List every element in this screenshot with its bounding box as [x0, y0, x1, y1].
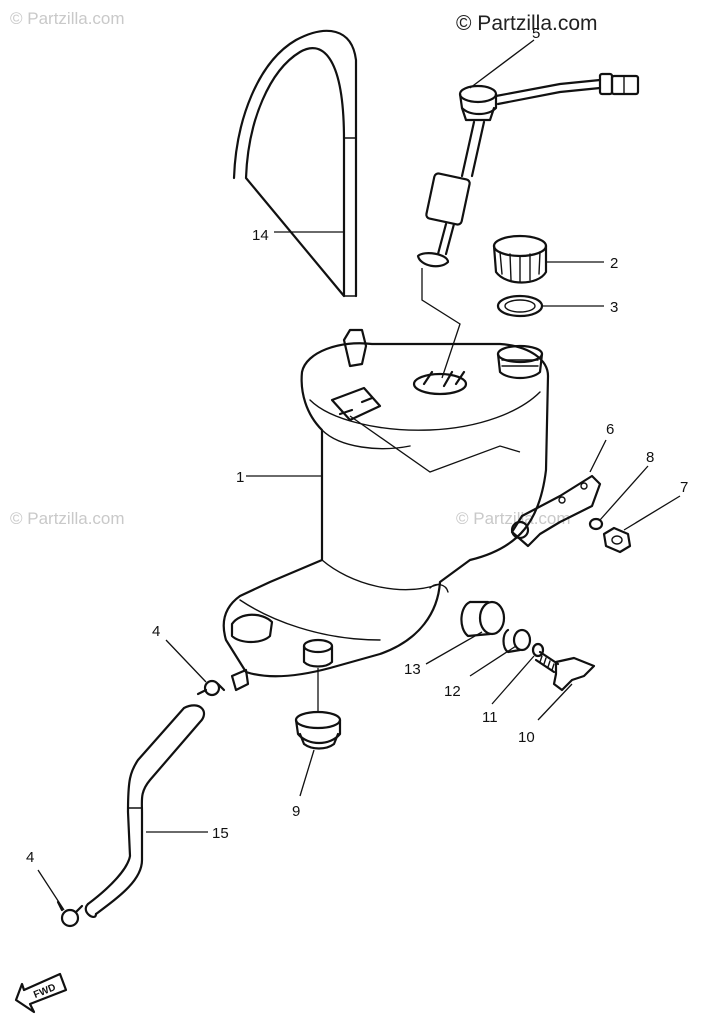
hose-clamp-part-4-upper: [196, 679, 226, 697]
callout-8: 8: [646, 449, 654, 466]
callout-1: 1: [236, 469, 244, 486]
nut-part-7: [602, 526, 632, 554]
callout-13: 13: [404, 661, 421, 678]
hose-clamp-part-4-lower: [56, 900, 84, 928]
watermark-top-right: © Partzilla.com: [456, 12, 598, 35]
callout-numbers: 1 2 3 4 4 5 6 7 8 9 10 11 12 13 14 15: [26, 25, 688, 866]
callout-12: 12: [444, 683, 461, 700]
callout-2: 2: [610, 255, 618, 272]
callout-7: 7: [680, 479, 688, 496]
callout-4-upper: 4: [152, 623, 160, 640]
vent-hose-part-14: [232, 29, 358, 298]
fwd-direction-badge: FWD: [14, 972, 68, 1014]
callout-5: 5: [532, 25, 540, 42]
watermark-mid-left: © Partzilla.com: [10, 509, 125, 528]
callout-9: 9: [292, 803, 300, 820]
drain-grommet-part-9: [294, 710, 342, 750]
callout-6: 6: [606, 421, 614, 438]
wing-bolt-part-10: [534, 650, 596, 692]
grommet-part-13: [460, 600, 506, 638]
oil-hose-part-15: [84, 704, 206, 919]
gasket-ring-part-3: [496, 294, 544, 318]
callout-11: 11: [482, 709, 498, 726]
callout-15: 15: [212, 825, 229, 842]
callout-4-lower: 4: [26, 849, 34, 866]
collar-part-12: [502, 628, 532, 654]
callout-10: 10: [518, 729, 535, 746]
oil-tank-part-1: [222, 328, 550, 692]
watermark-top-left: © Partzilla.com: [10, 9, 125, 28]
filler-cap-part-2: [492, 234, 548, 284]
watermark-mid-right: © Partzilla.com: [456, 509, 571, 528]
spring-washer-part-11: [531, 642, 545, 658]
oil-level-gauge-part-5: [416, 72, 640, 268]
callout-14: 14: [252, 227, 269, 244]
washer-part-8: [588, 517, 604, 531]
bracket-part-6: [510, 474, 602, 548]
callout-3: 3: [610, 299, 618, 316]
leader-lines: [37, 39, 681, 911]
